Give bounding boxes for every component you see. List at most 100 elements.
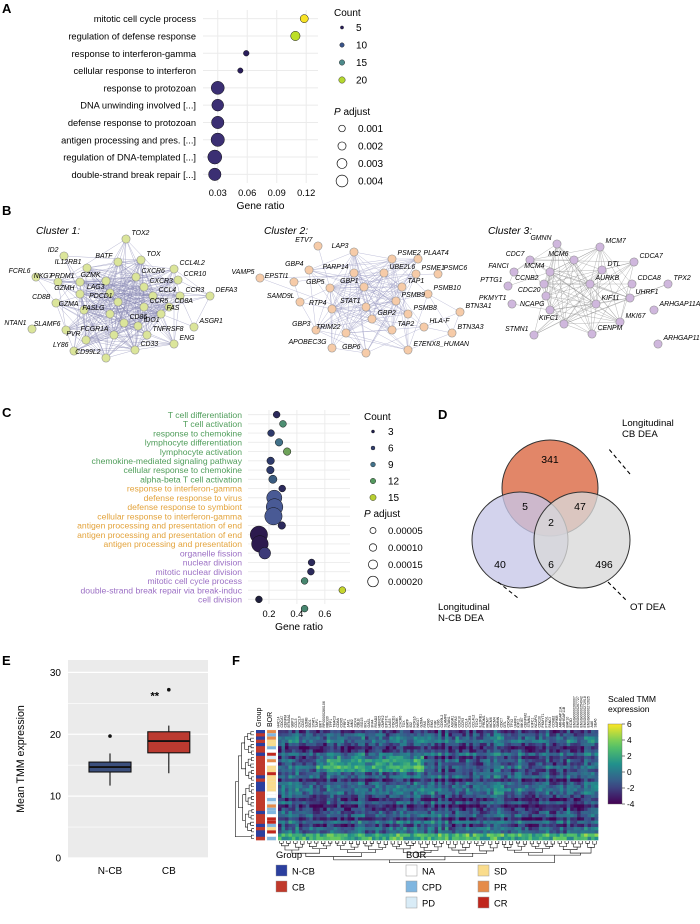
heatmap-cell	[518, 772, 522, 776]
column-label: CCNB2	[552, 716, 556, 728]
heatmap-cell	[389, 833, 394, 838]
node-label: ARHGAP11A	[659, 301, 700, 308]
heatmap-cell	[417, 794, 421, 799]
heatmap-cell	[549, 778, 554, 783]
heatmap-cell	[316, 817, 321, 821]
heatmap-cell	[545, 749, 550, 753]
group-annotation-cell	[256, 742, 265, 747]
heatmap-cell	[323, 827, 328, 831]
heatmap-cell	[570, 827, 575, 831]
heatmap-cell	[566, 785, 571, 789]
heatmap-cell	[545, 736, 550, 741]
heatmap-cell	[444, 742, 449, 747]
heatmap-cell	[528, 810, 533, 815]
node-label: BTN3A1	[466, 303, 492, 310]
heatmap-cell	[497, 794, 501, 799]
data-point	[208, 167, 222, 181]
heatmap-cell	[524, 742, 529, 747]
heatmap-cell	[573, 778, 578, 783]
heatmap-cell	[542, 823, 547, 828]
heatmap-cell	[434, 817, 439, 821]
node-label: ETV7	[295, 237, 313, 244]
heatmap-cell	[337, 781, 341, 786]
bor-annotation-cell	[266, 833, 277, 838]
heatmap-cell	[441, 836, 446, 841]
heatmap-cell	[531, 762, 536, 766]
heatmap-cell	[337, 807, 341, 812]
heatmap-cell	[573, 810, 578, 815]
heatmap-cell	[385, 736, 390, 741]
heatmap-cell	[427, 762, 432, 766]
heatmap-cell	[371, 775, 376, 779]
heatmap-cell	[288, 820, 293, 825]
heatmap-cell	[591, 823, 595, 828]
heatmap-cell	[559, 765, 564, 770]
heatmap-cell	[424, 788, 428, 792]
heatmap-cell	[521, 827, 526, 831]
heatmap-cell	[368, 791, 373, 796]
heatmap-cell	[424, 807, 428, 812]
heatmap-cell	[330, 814, 335, 818]
heatmap-cell	[545, 752, 550, 757]
legend-label-count: 15	[388, 493, 400, 504]
heatmap-cell	[302, 794, 307, 799]
heatmap-cell	[535, 733, 540, 737]
heatmap-cell	[573, 752, 578, 757]
heatmap-cell	[281, 820, 286, 825]
heatmap-cell	[333, 797, 338, 802]
heatmap-cell	[361, 827, 366, 831]
heatmap-cell	[326, 762, 331, 766]
heatmap-cell	[469, 804, 474, 808]
heatmap-cell	[518, 742, 522, 747]
heatmap-cell	[278, 788, 282, 792]
heatmap-cell	[507, 746, 512, 750]
heatmap-cell	[399, 772, 404, 776]
node-label: FCGR1A	[81, 326, 109, 333]
heatmap-cell	[455, 736, 460, 741]
heatmap-cell	[420, 827, 425, 831]
heatmap-cell	[552, 733, 557, 737]
heatmap-cell	[305, 765, 310, 770]
heatmap-cell	[521, 730, 526, 734]
heatmap-cell	[518, 749, 522, 753]
heatmap-cell	[319, 827, 324, 831]
heatmap-cell	[580, 801, 585, 805]
heatmap-cell	[577, 836, 581, 841]
heatmap-cell	[340, 820, 345, 825]
heatmap-cell	[584, 733, 588, 737]
heatmap-cell	[417, 797, 421, 802]
heatmap-cell	[521, 801, 526, 805]
heatmap-cell	[476, 797, 481, 802]
heatmap-cell	[511, 778, 515, 783]
heatmap-cell	[584, 755, 588, 760]
x-tick-label: 0.2	[262, 609, 275, 619]
heatmap-cell	[514, 775, 519, 779]
category-label: response to interferon-gamma	[71, 49, 196, 59]
heatmap-cell	[538, 830, 543, 834]
heatmap-cell	[364, 785, 369, 789]
heatmap-cell	[490, 781, 495, 786]
heatmap-cell	[542, 752, 547, 757]
heatmap-cell	[448, 781, 453, 786]
heatmap-cell	[486, 814, 491, 818]
heatmap-cell	[403, 830, 408, 834]
heatmap-cell	[399, 794, 404, 799]
column-label: OAS1	[367, 718, 371, 727]
heatmap-cell	[351, 778, 355, 783]
heatmap-cell	[382, 801, 387, 805]
heatmap-cell	[364, 836, 369, 841]
heatmap-cell	[361, 749, 366, 753]
heatmap-cell	[354, 791, 359, 796]
heatmap-cell	[514, 833, 519, 838]
heatmap-cell	[531, 752, 536, 757]
data-point	[211, 98, 224, 112]
legend-label-group: CB	[292, 882, 305, 893]
heatmap-cell	[580, 827, 585, 831]
heatmap-cell	[392, 749, 397, 753]
column-label: CXCL9	[298, 716, 302, 727]
heatmap-cell	[591, 755, 595, 760]
heatmap-cell	[465, 755, 470, 760]
heatmap-cell	[542, 739, 547, 744]
heatmap-cell	[281, 830, 286, 834]
